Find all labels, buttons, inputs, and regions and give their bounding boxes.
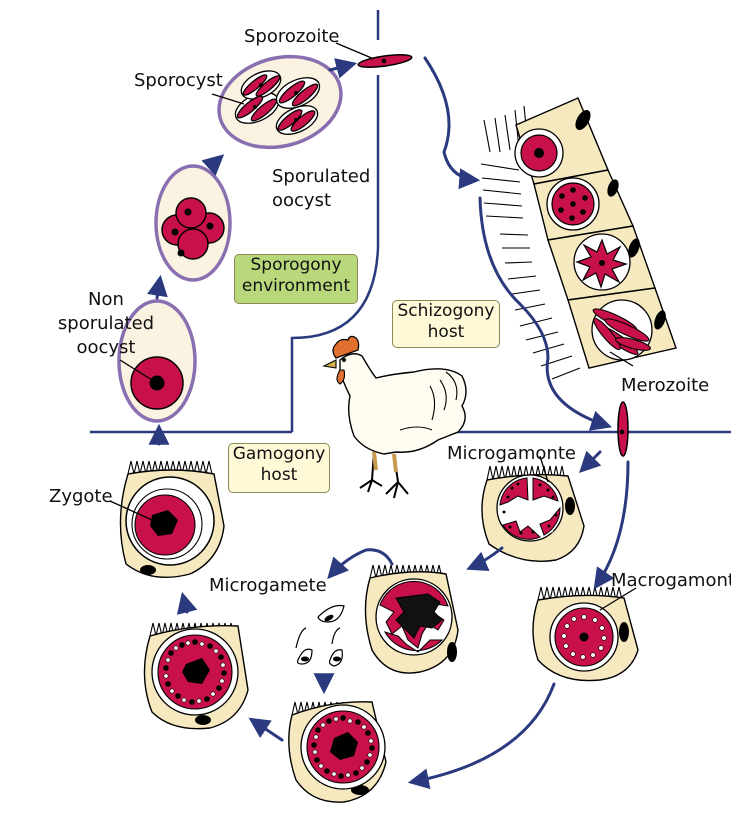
non-sporulated-label-line1: Non [84,289,128,311]
microgamete-label: Microgamete [209,575,327,597]
sporulated-oocyst-label-line2: oocyst [272,190,331,212]
microgamonte-label: Microgamonte [447,443,576,465]
sporogony-box-line2: environment [235,276,357,297]
macrogamont-cell [533,587,638,681]
intestinal-epithelium [481,98,676,379]
sporocyst-label: Sporocyst [134,70,223,92]
sporogony-box-line1: Sporogony [235,255,357,276]
sporulated-oocyst-label-line1: Sporulated [272,166,370,188]
non-sporulated-label-line3: oocyst [66,337,146,359]
microgamete-release-cell [365,565,458,673]
schizogony-box-line1: Schizogony [393,301,499,322]
fertilized-macrogamete-cell [289,702,386,802]
microgametes [296,605,344,666]
gamogony-box-line1: Gamogony [229,444,329,465]
zygote-forming-cell [144,623,248,729]
zygote-label: Zygote [49,486,113,508]
sporulated-oocyst [209,43,352,160]
merozoite-cell [618,402,628,456]
dividing-oocyst [156,166,230,280]
non-sporulated-label-line2: sporulated [56,313,156,335]
gamogony-host-box: Gamogony host [228,443,330,493]
zygote-cell [120,461,224,577]
merozoite-label: Merozoite [621,375,709,397]
sporozoite-label: Sporozoite [244,26,339,48]
microgamonte-cell [482,466,584,561]
schizogony-box-line2: host [393,322,499,343]
sporogony-environment-box: Sporogony environment [234,254,358,304]
macrogamont-label: Macrogamont [611,570,731,592]
schizogony-host-box: Schizogony host [392,300,500,348]
chicken-host-illustration [324,336,466,498]
gamogony-box-line2: host [229,465,329,486]
